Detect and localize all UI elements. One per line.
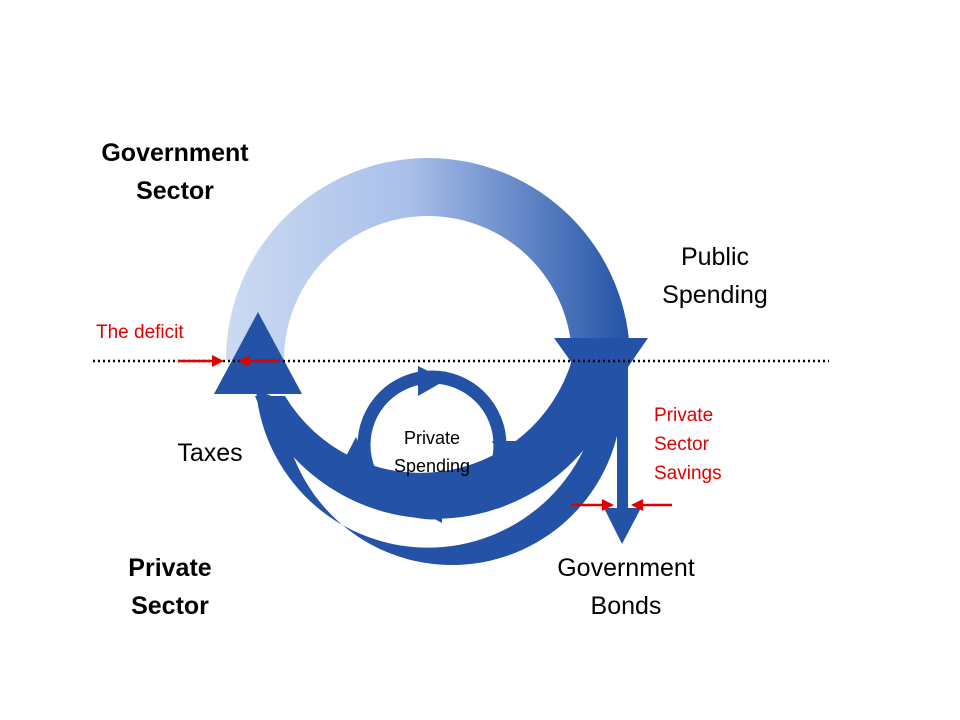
deficit-label: The deficit	[96, 322, 184, 343]
private-to-taxes-flow	[255, 360, 622, 519]
government-sector-label: Government Sector	[101, 139, 249, 205]
private-sector-label: Private Sector	[128, 554, 212, 620]
savings-arrow-shaft	[617, 360, 628, 510]
private-sector-savings-label: Private Sector Savings	[654, 405, 722, 484]
savings-marker	[571, 499, 672, 511]
loop-arrowhead-left	[342, 437, 368, 464]
taxes-label: Taxes	[177, 439, 243, 467]
savings-arrowhead	[604, 508, 641, 544]
government-bonds-label: Government Bonds	[557, 554, 695, 620]
public-spending-label: Public Spending	[662, 243, 768, 309]
deficit-marker	[178, 355, 280, 367]
taxes-flow	[256, 360, 630, 566]
loop-arrowhead-right	[492, 441, 519, 467]
public-spending-flow	[226, 158, 630, 360]
loop-arrowhead-bottom	[418, 498, 442, 523]
private-spending-label: Private Spending	[393, 428, 471, 476]
taxes-arrowhead	[214, 312, 302, 394]
public-spending-arrowhead	[554, 338, 648, 405]
loop-arrowhead-top	[418, 366, 446, 396]
